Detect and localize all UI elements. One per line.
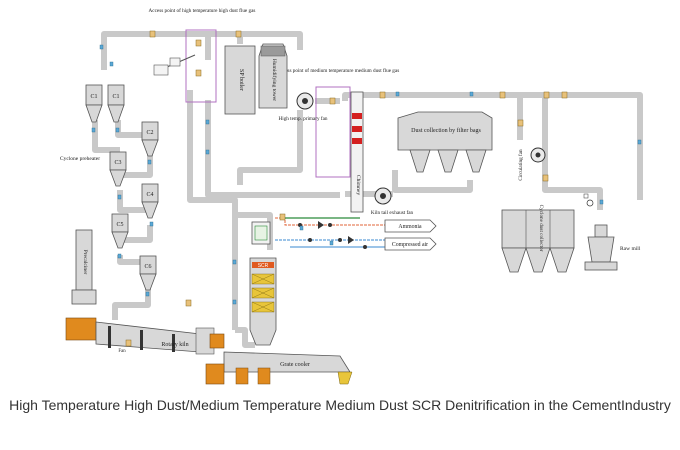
- chimney: Chimney: [350, 91, 364, 213]
- svg-text:C2: C2: [146, 130, 153, 136]
- svg-text:C1: C1: [112, 94, 119, 100]
- svg-text:Kiln tail exhaust fan: Kiln tail exhaust fan: [371, 209, 414, 216]
- svg-text:Dust collection by filter bags: Dust collection by filter bags: [411, 127, 481, 134]
- svg-text:C5: C5: [116, 222, 123, 228]
- sensors: [91, 44, 642, 305]
- svg-text:Chimney: Chimney: [355, 175, 361, 195]
- svg-text:Cyclone dust collector: Cyclone dust collector: [538, 205, 544, 252]
- dust-collector: Dust collection by filter bags: [397, 111, 493, 173]
- valves: [125, 30, 568, 347]
- svg-text:Fan: Fan: [118, 349, 126, 354]
- high-temp-fan: High temp. primary fan: [279, 92, 328, 122]
- kiln-tail-fan: Kiln tail exhaust fan: [371, 187, 414, 216]
- svg-text:Rotary kiln: Rotary kiln: [161, 342, 188, 348]
- cyclone-c3: C3: [109, 151, 127, 187]
- cyclone-preheater: C1 C1 C2 C3 C4 C5 C6: [60, 54, 196, 291]
- ammonia-source: Ammonia: [384, 219, 437, 233]
- svg-text:C1: C1: [90, 94, 97, 100]
- raw-mill: Raw mill: [584, 224, 641, 271]
- svg-text:Ammonia: Ammonia: [398, 224, 422, 230]
- cyclone-preheater-label: Cyclone preheater: [60, 156, 100, 162]
- svg-text:SP boiler: SP boiler: [238, 69, 244, 91]
- svg-text:C3: C3: [114, 160, 121, 166]
- access-box-high: [185, 29, 217, 103]
- rotary-kiln: Rotary kiln Fan: [65, 317, 225, 355]
- scr-reactor: SCR: [249, 221, 277, 346]
- svg-text:Grate cooler: Grate cooler: [280, 362, 310, 368]
- cyclone-c1b: C1: [107, 84, 125, 123]
- compressed-air-source: Compressed air: [384, 237, 437, 251]
- svg-text:Circulating fan: Circulating fan: [517, 149, 524, 181]
- gas-pipes: [92, 31, 643, 348]
- cyclone-c5: C5: [111, 213, 129, 249]
- svg-text:C4: C4: [146, 192, 153, 198]
- svg-text:C6: C6: [144, 264, 151, 270]
- access-box-medium: [315, 86, 351, 178]
- circulating-fan: Circulating fan: [517, 147, 546, 181]
- cyclone-c4: C4: [141, 183, 159, 219]
- cyclone-c6: C6: [139, 255, 157, 291]
- svg-text:Humidifying tower: Humidifying tower: [271, 59, 278, 101]
- figure-caption: High Temperature High Dust/Medium Temper…: [9, 397, 671, 413]
- scr-process-diagram: Access point of high temperature high du…: [60, 7, 643, 385]
- right-fan-icon: [583, 193, 594, 207]
- svg-text:Raw mill: Raw mill: [620, 246, 641, 252]
- svg-text:Compressed air: Compressed air: [392, 242, 428, 248]
- humidifying-tower: Humidifying tower: [258, 43, 288, 109]
- sp-boiler: SP boiler: [224, 45, 256, 115]
- cyclone-dust-collector: Cyclone dust collector: [501, 205, 575, 273]
- svg-text:High temp. primary fan: High temp. primary fan: [279, 115, 328, 122]
- svg-text:SCR: SCR: [258, 263, 269, 269]
- cyclone-c1a: C1: [85, 84, 103, 123]
- access-medium-label: Access point of medium temperature mediu…: [277, 67, 399, 74]
- scr-top-band: [252, 262, 274, 268]
- grate-cooler: Grate cooler: [205, 351, 353, 385]
- precalciner: Precalciner: [71, 229, 97, 305]
- access-high-label: Access point of high temperature high du…: [149, 7, 256, 14]
- svg-text:Precalciner: Precalciner: [82, 250, 88, 275]
- cyclone-c2: C2: [141, 121, 159, 157]
